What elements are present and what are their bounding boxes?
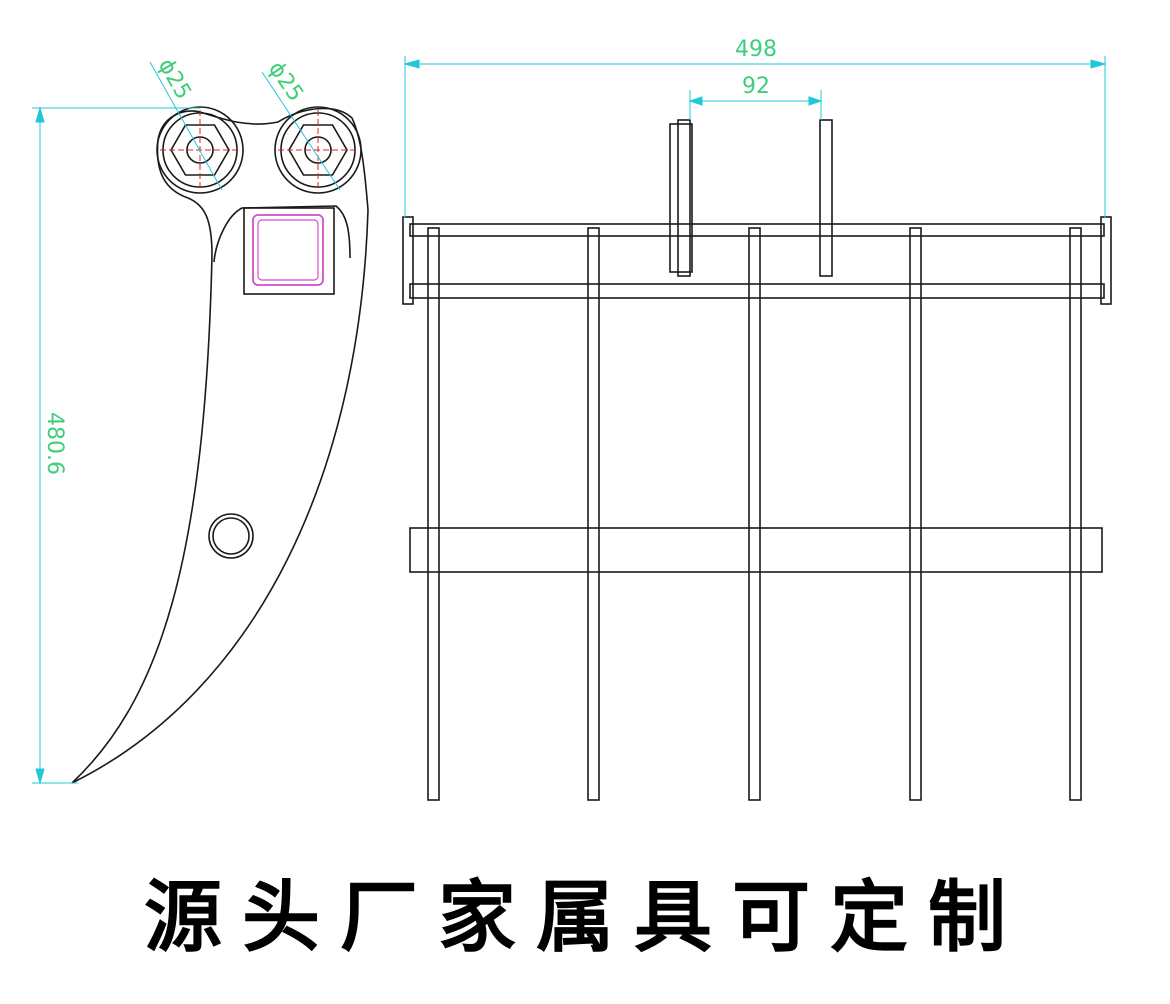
tine-1: [427, 227, 440, 801]
ripper-height-label: 480.6: [42, 412, 67, 475]
lower-hole-outer: [208, 513, 254, 559]
square-tube-inner: [257, 219, 319, 281]
tine-4: [909, 227, 922, 801]
technical-drawing: ϕ25 ϕ25 480.6: [32, 37, 1112, 801]
top-beam-lower: [409, 283, 1105, 299]
ear-spacing-label: 92: [742, 74, 770, 99]
cross-beam: [409, 527, 1103, 573]
tine-3: [748, 227, 761, 801]
ripper-side-view: [71, 106, 369, 784]
mounting-ear-right: [819, 119, 833, 277]
ripper-inner-plate: [213, 205, 351, 263]
diameter-leaders: [149, 61, 341, 191]
right-end-plate: [1100, 216, 1112, 305]
top-beam: [409, 223, 1105, 237]
mounting-ear-left-plate: [669, 123, 693, 273]
square-tube-outer: [243, 207, 335, 295]
right-pin-diameter-label: ϕ25: [263, 57, 308, 106]
height-dimension-line: [32, 106, 200, 785]
overall-width-label: 498: [735, 37, 777, 62]
square-tube-pink: [252, 214, 324, 286]
right-pin-boss: [274, 106, 362, 194]
left-end-plate: [402, 216, 414, 305]
lower-hole-inner: [212, 517, 250, 555]
caption-text: 源头厂家属具可定制: [143, 873, 1026, 963]
width-dimension-lines: [403, 56, 1107, 218]
tine-5: [1069, 227, 1082, 801]
rake-front-view: [402, 119, 1112, 801]
ripper-outline: [71, 107, 369, 784]
tine-2: [587, 227, 600, 801]
left-pin-boss: [156, 106, 244, 194]
center-lines: [160, 110, 358, 190]
mounting-ear-left: [677, 119, 691, 277]
